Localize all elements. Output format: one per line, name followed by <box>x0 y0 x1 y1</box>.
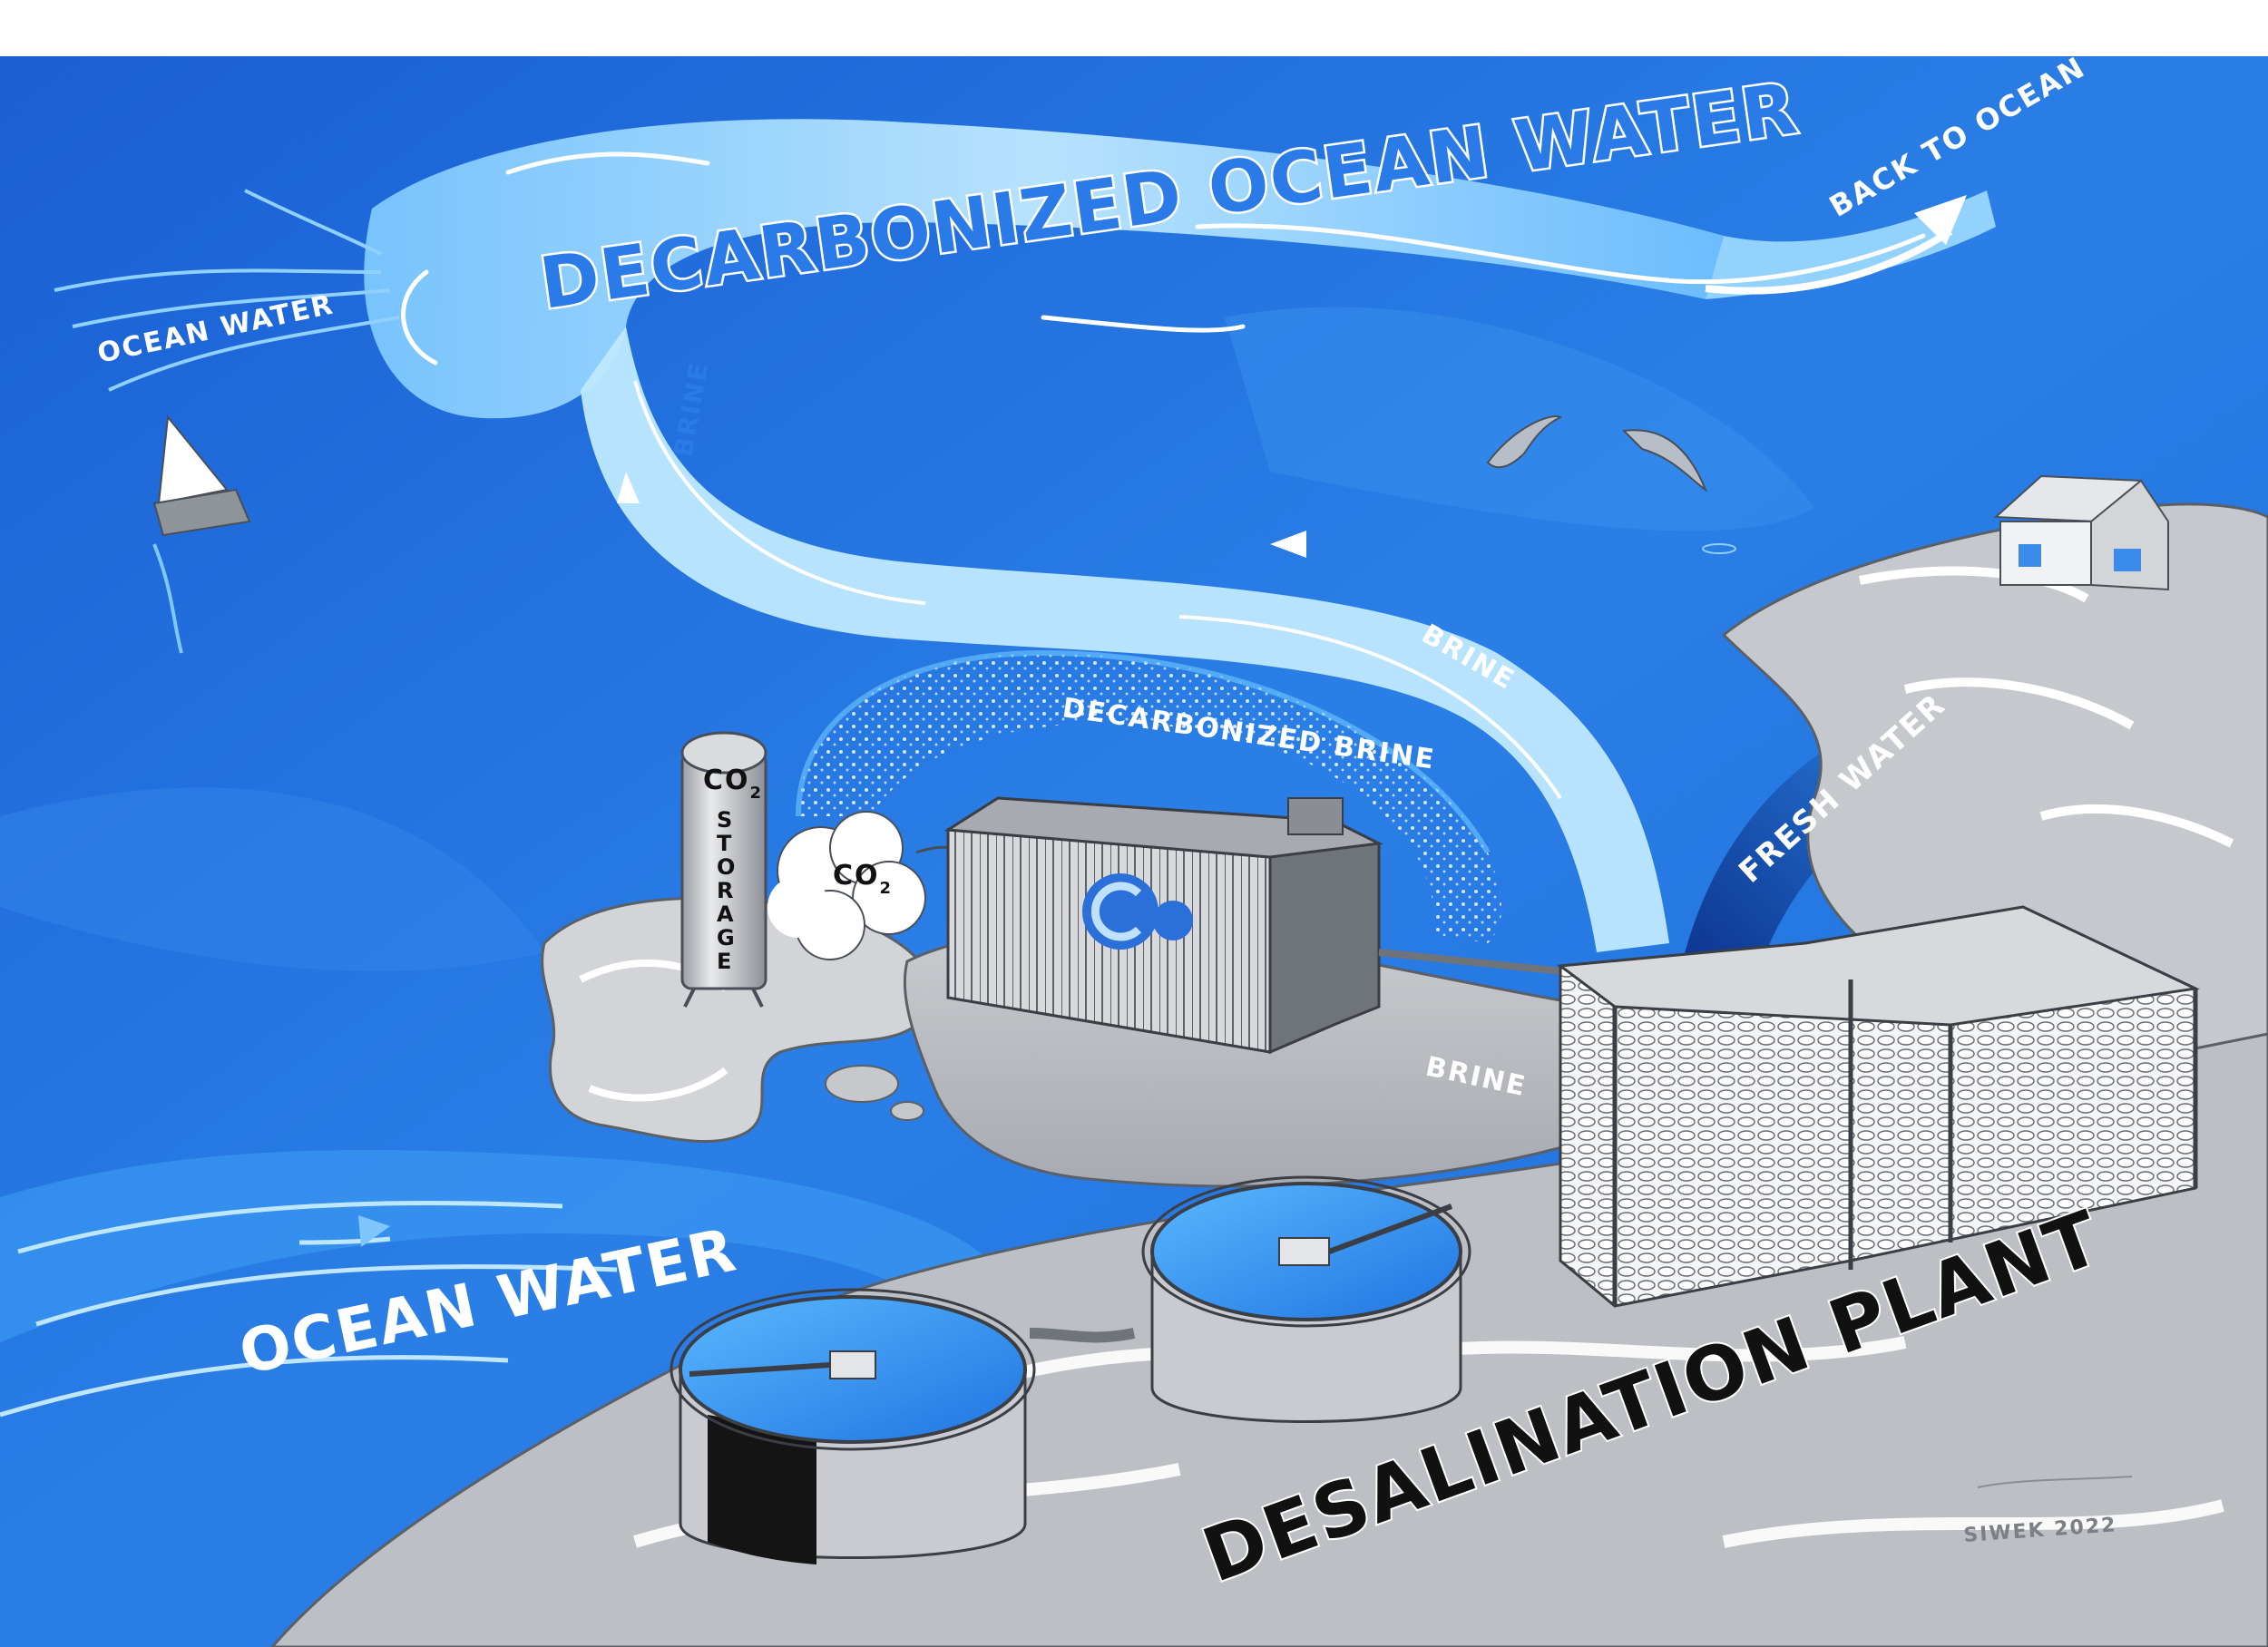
storage-letter: A <box>717 901 734 927</box>
clarifier-tank-right <box>1143 1177 1470 1422</box>
rock <box>826 1066 898 1102</box>
clarifier-tank-left <box>671 1290 1034 1564</box>
storage-letter: R <box>717 878 733 903</box>
house-icon <box>1996 476 2168 590</box>
top-margin <box>0 0 2268 56</box>
storage-letter: S <box>717 807 732 833</box>
storage-letter: T <box>717 831 732 856</box>
storage-letter: E <box>717 949 731 974</box>
tank-connector-pipe <box>1030 1333 1134 1337</box>
rock <box>891 1102 924 1120</box>
storage-letter: G <box>717 925 735 950</box>
storage-letter: O <box>717 854 735 880</box>
